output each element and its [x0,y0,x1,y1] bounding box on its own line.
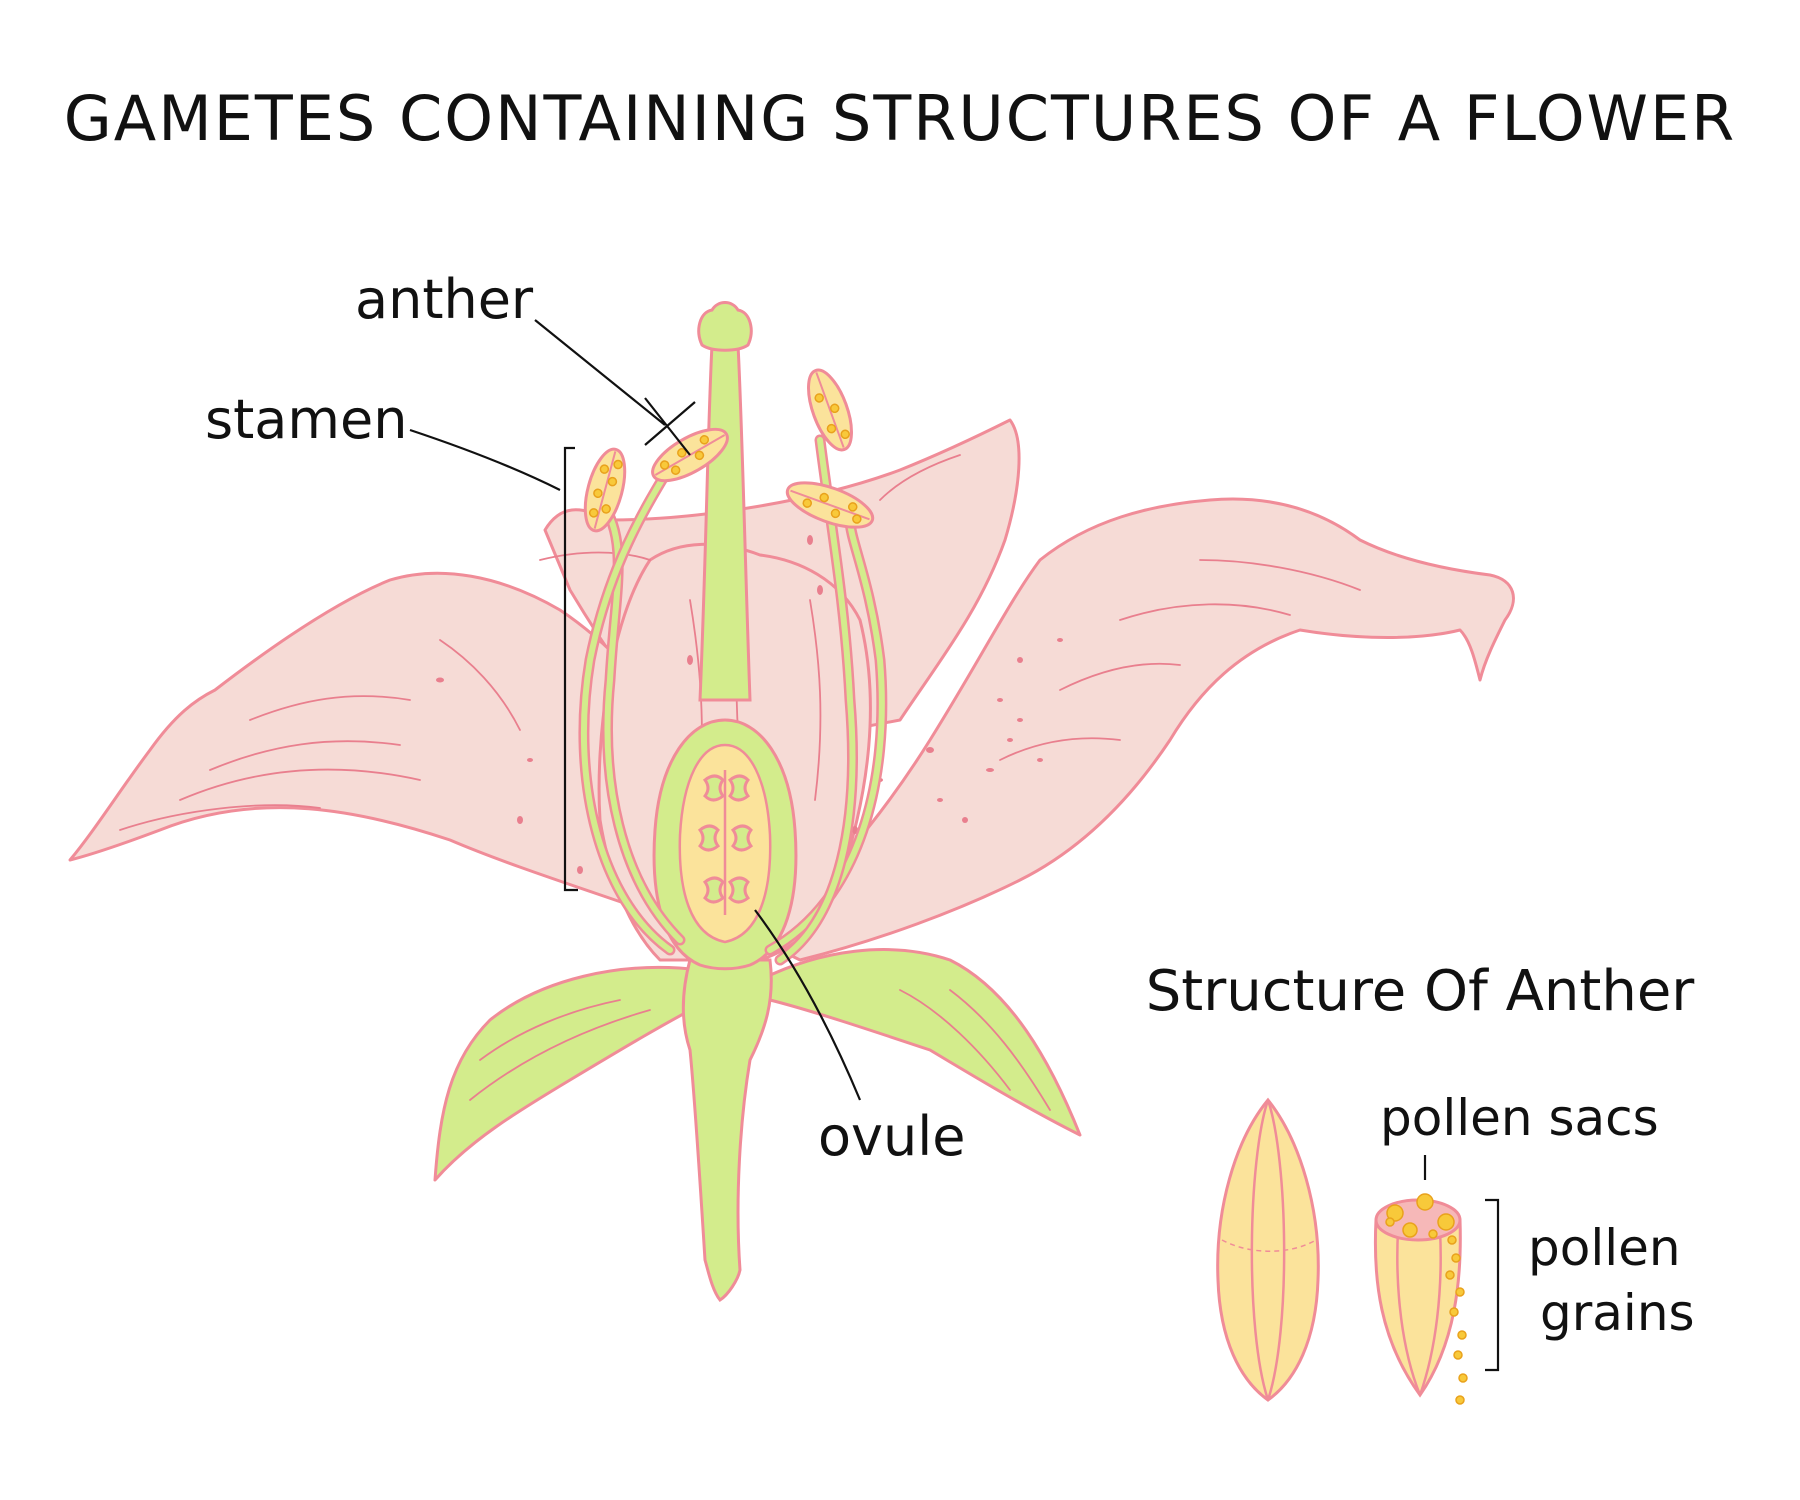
ovules [697,770,754,915]
pollen-grains-label-1: pollen [1528,1219,1681,1277]
cut-anther [1373,1193,1468,1405]
style [698,343,752,702]
pollen-grains-label-2: grains [1540,1284,1695,1342]
sepals [433,948,1082,1182]
stamen-bracket [563,446,578,892]
stalk [681,958,773,1302]
right-sepal [758,948,1082,1137]
diagram-title: GAMETES CONTAINING STRUCTURES OF A FLOWE… [64,82,1736,155]
pollen-grains [1445,1235,1468,1405]
pollen-grains-bracket [1485,1198,1500,1372]
inset-title: Structure Of Anther [1146,959,1696,1024]
whole-anther [1216,1097,1320,1402]
pollen-sacs [1385,1193,1455,1239]
left-sepal [433,965,712,1182]
anther-label: anther [355,268,534,331]
stamens [578,434,888,966]
left-petal [68,571,722,932]
anther-leader [534,319,691,456]
stigma [697,301,753,352]
stamen-leader [409,428,561,491]
anthers [583,368,875,533]
stamen-label: stamen [205,388,407,451]
ovule-label: ovule [818,1105,965,1168]
ovule-leader [754,909,862,1101]
anther-inset: Structure Of Anther [1146,959,1696,1405]
right-petal [758,497,1515,962]
pollen-sacs-label: pollen sacs [1380,1089,1659,1147]
